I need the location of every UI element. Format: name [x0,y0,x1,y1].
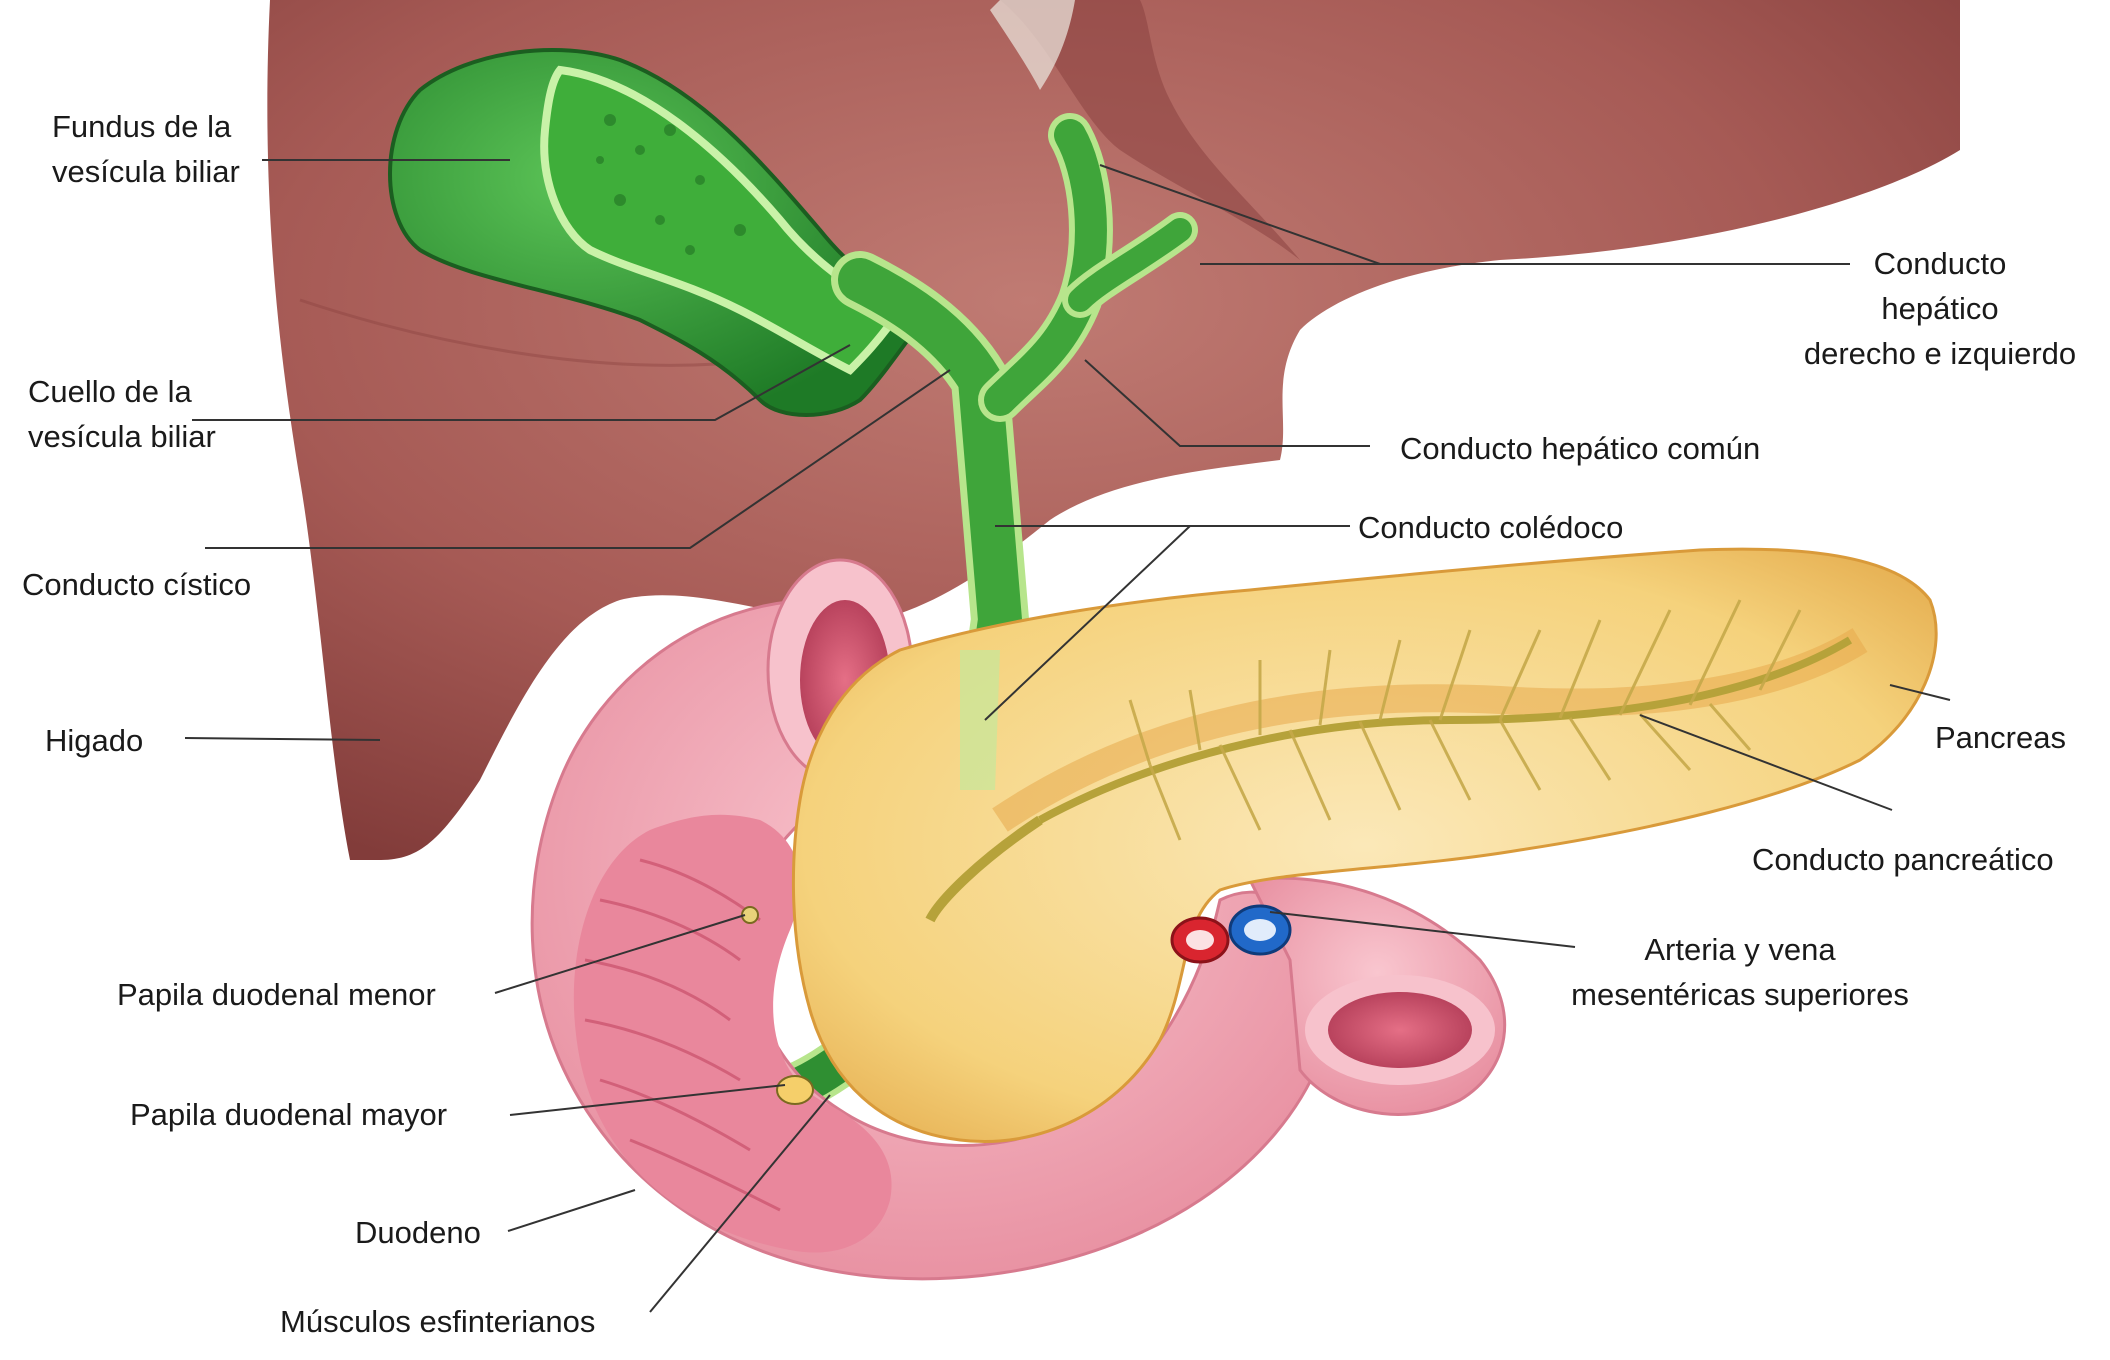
label-fundus: Fundus de la vesícula biliar [52,105,240,195]
label-hepatico-comun: Conducto hepático común [1400,427,1760,472]
label-higado: Higado [45,719,143,764]
label-conducto-cistico: Conducto cístico [22,563,251,608]
label-duodeno: Duodeno [355,1211,481,1256]
label-papila-menor: Papila duodenal menor [117,973,436,1018]
label-hepatico-line2: hepático [1760,287,2110,332]
label-hepatico-der-izq: Conducto hepático derecho e izquierdo [1760,242,2110,377]
label-hepatico-line3: derecho e izquierdo [1760,332,2110,377]
label-fundus-line2: vesícula biliar [52,150,240,195]
label-musculos: Músculos esfinterianos [280,1300,595,1345]
label-cuello-line1: Cuello de la [28,370,216,415]
label-arteria-vena: Arteria y vena mesentéricas superiores [1550,928,1930,1018]
label-hepatico-line1: Conducto [1760,242,2110,287]
label-coledoco: Conducto colédoco [1358,506,1623,551]
label-fundus-line1: Fundus de la [52,105,240,150]
label-cuello-line2: vesícula biliar [28,415,216,460]
label-arteria-line1: Arteria y vena [1550,928,1930,973]
label-pancreas: Pancreas [1935,716,2066,761]
label-conducto-pancreatico: Conducto pancreático [1752,838,2054,883]
label-arteria-line2: mesentéricas superiores [1550,973,1930,1018]
label-papila-mayor: Papila duodenal mayor [130,1093,447,1138]
label-cuello: Cuello de la vesícula biliar [28,370,216,460]
